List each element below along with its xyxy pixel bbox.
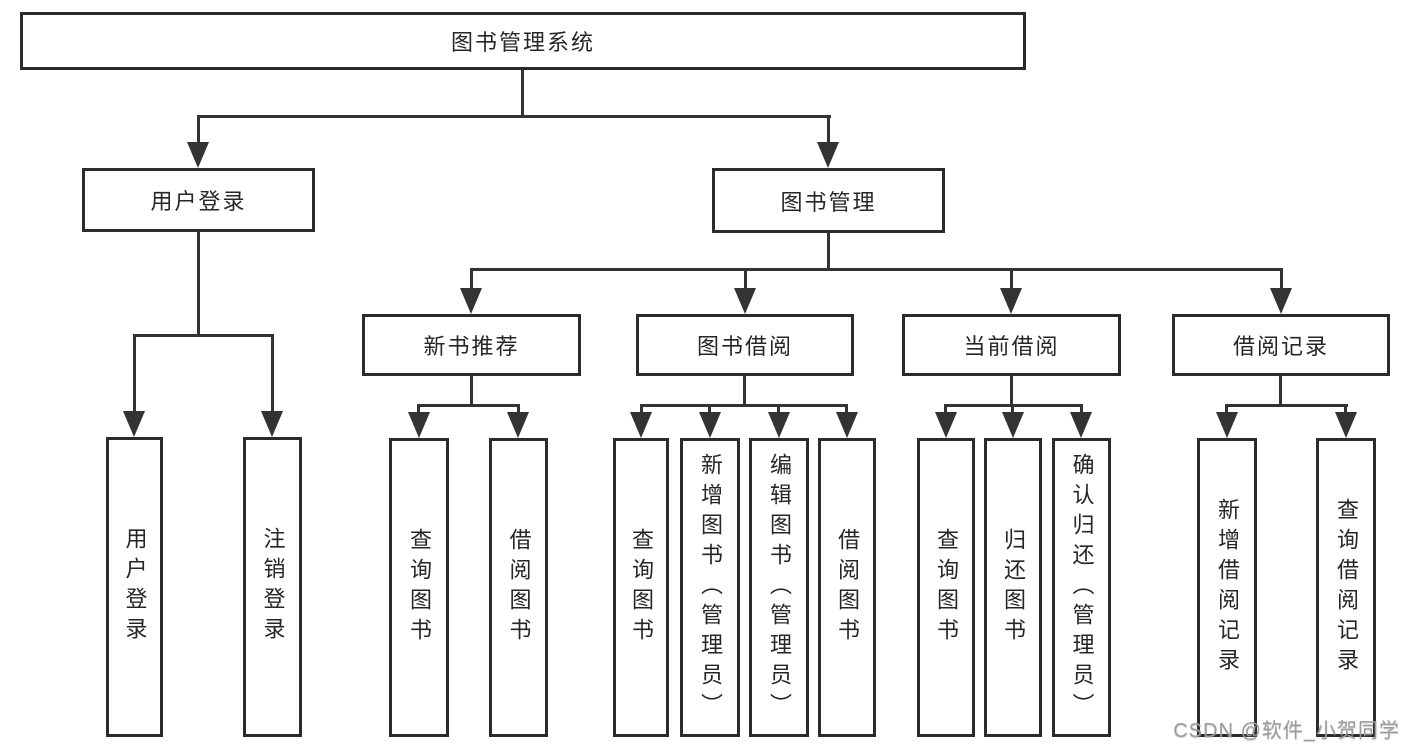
node-label: 图书管理 [780,189,877,215]
connector-line [845,404,848,415]
node-label: 新书推荐 [423,334,520,359]
leaf-user-login: 用户登录 [106,437,163,737]
leaf-br-query-record: 查询借阅记录 [1316,438,1376,737]
connector-line [133,334,136,413]
connector-line [743,376,746,407]
leaf-label: 借阅图书 [506,527,532,648]
connector-arrow [817,142,839,168]
connector-line [744,268,747,291]
leaf-label: 新增图书（管理员） [698,452,723,723]
node-book-borrow: 图书借阅 [636,314,854,376]
connector-arrow [1002,412,1024,438]
connector-arrow [836,412,858,438]
leaf-label: 注销登录 [260,527,286,647]
leaf-cb-return-books: 归还图书 [984,438,1042,737]
connector-arrow [1070,412,1092,438]
connector-line [470,376,473,407]
connector-arrow [630,412,652,438]
connector-line [1280,268,1283,291]
leaf-nb-query-books: 查询图书 [389,438,449,737]
leaf-label: 编辑图书（管理员） [767,452,792,723]
leaf-label: 借阅图书 [835,527,860,648]
connector-arrow [1000,288,1022,314]
node-label: 借阅记录 [1232,334,1329,359]
connector-line [1279,376,1282,407]
connector-line [470,268,1283,271]
connector-line [197,115,831,118]
leaf-label: 查询图书 [407,527,432,648]
connector-line [521,70,524,118]
connector-line [197,232,200,336]
connector-line [777,404,780,415]
connector-line [197,115,200,144]
connector-line [517,404,520,415]
connector-line [827,115,830,144]
leaf-nb-borrow-books: 借阅图书 [489,438,548,737]
leaf-bb-edit-books-admin: 编辑图书（管理员） [749,438,809,737]
connector-arrow [1335,412,1357,438]
leaf-label: 归还图书 [1001,527,1026,648]
connector-line [708,404,711,415]
connector-line [1011,404,1014,415]
leaf-bb-query-books: 查询图书 [613,438,669,737]
connector-arrow [1216,412,1238,438]
connector-line [133,334,274,337]
connector-arrow [123,411,145,437]
connector-line [1344,404,1347,415]
node-label: 图书借阅 [696,334,793,359]
connector-line [640,404,848,407]
connector-line [1225,404,1348,407]
root-label: 图书管理系统 [450,30,595,55]
connector-line [1010,376,1013,407]
connector-line [417,404,520,407]
node-current-borrow: 当前借阅 [902,314,1121,376]
connector-line [417,404,420,415]
connector-line [640,404,643,415]
leaf-cb-confirm-return-admin: 确认归还（管理员） [1052,438,1111,737]
connector-line [1080,404,1083,415]
node-label: 用户登录 [150,189,247,214]
connector-line [470,268,473,291]
node-borrow-records: 借阅记录 [1172,314,1390,376]
connector-line [944,404,947,415]
leaf-label: 查询图书 [934,527,959,648]
connector-arrow [935,412,957,438]
connector-line [1010,268,1013,291]
connector-line [271,334,274,413]
root-box-library-system: 图书管理系统 [20,12,1026,70]
connector-arrow [187,142,209,168]
leaf-label: 确认归还（管理员） [1069,452,1095,723]
connector-arrow [734,288,756,314]
connector-arrow [507,412,529,438]
leaf-br-add-record: 新增借阅记录 [1197,438,1257,737]
leaf-label: 新增借阅记录 [1215,497,1240,678]
connector-arrow [1270,288,1292,314]
connector-line [827,233,830,270]
leaf-bb-add-books-admin: 新增图书（管理员） [680,438,740,737]
node-user-login: 用户登录 [82,168,315,232]
node-new-book-recommend: 新书推荐 [362,314,581,376]
connector-arrow [768,412,790,438]
node-label: 当前借阅 [963,334,1060,359]
leaf-bb-borrow-books: 借阅图书 [818,438,876,737]
leaf-cb-query-books: 查询图书 [917,438,975,737]
node-book-management: 图书管理 [712,168,945,233]
connector-arrow [261,411,283,437]
connector-line [1225,404,1228,415]
connector-arrow [460,288,482,314]
leaf-logout: 注销登录 [243,437,302,737]
connector-arrow [408,412,430,438]
connector-arrow [699,412,721,438]
leaf-label: 查询图书 [629,527,654,648]
leaf-label: 查询借阅记录 [1334,497,1359,678]
leaf-label: 用户登录 [122,527,148,647]
csdn-watermark: CSDN @软件_小贺同学 [1173,720,1400,742]
